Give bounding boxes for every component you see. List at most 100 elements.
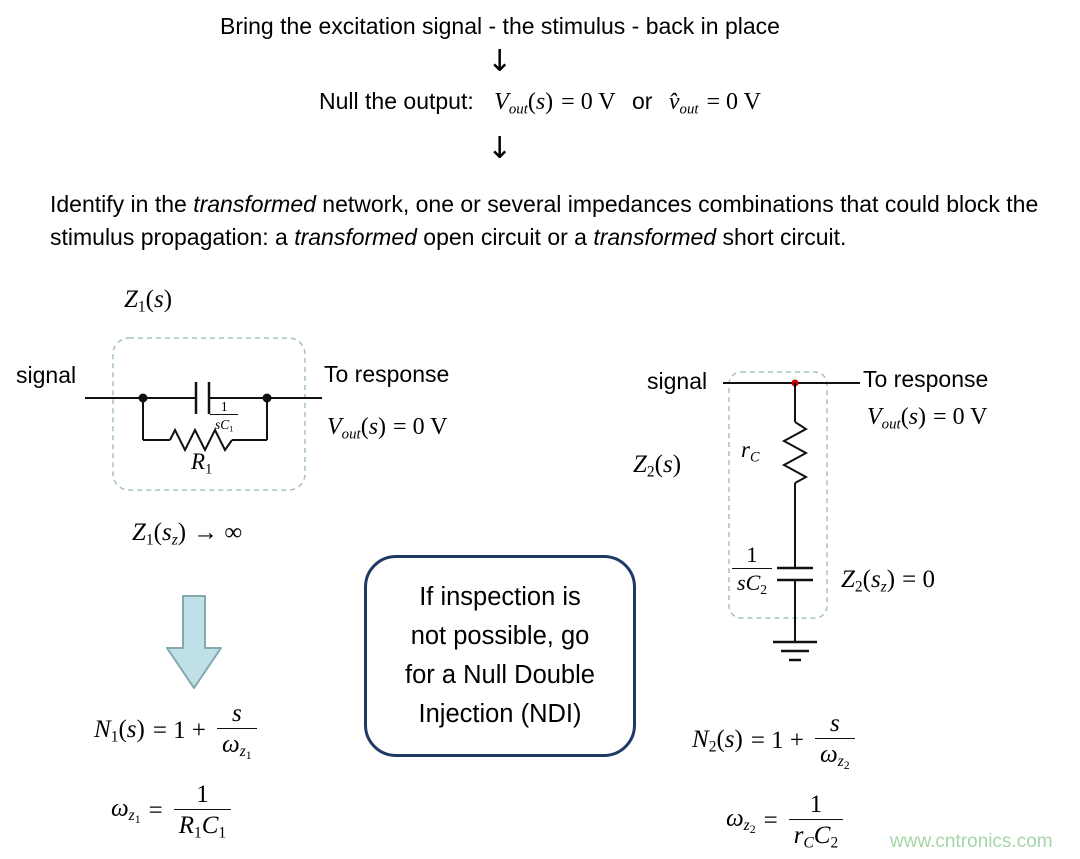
resistor-zigzag	[169, 427, 233, 453]
sym-paren: )	[886, 566, 896, 593]
down-arrow-icon: ↓	[487, 44, 513, 79]
left-signal-label: signal	[16, 362, 77, 388]
ndi-note-line: for a Null Double	[405, 661, 595, 689]
n1-lhs: N1(s)	[94, 716, 145, 747]
frac-den: ωz1	[217, 727, 257, 763]
resistor-label: R1	[191, 449, 212, 478]
sym-sub: out	[341, 426, 361, 443]
paragraph-segment-italic: transformed	[294, 224, 417, 250]
instruction-paragraph: Identify in the transformed network, one…	[50, 188, 1064, 254]
frac-num: s	[231, 699, 242, 727]
sym-eq: = 0 V	[933, 404, 988, 430]
sym-eq: = 1 +	[750, 727, 805, 754]
watermark: www.cntronics.com	[890, 831, 1053, 852]
sym-subsub: 2	[843, 759, 850, 773]
right-impedance-label: Z2(s)	[633, 451, 681, 482]
sym-var: s	[126, 715, 137, 743]
sym-sub: 1	[193, 824, 202, 842]
paragraph-segment: open circuit or a	[416, 224, 594, 250]
sym-base: ω	[820, 740, 838, 768]
capacitor-value-fraction: 1 sC1	[210, 399, 239, 434]
sym-base: Z	[124, 286, 138, 313]
sym-sub: 2	[760, 581, 768, 597]
sym-sub: 1	[229, 424, 234, 434]
sym-var: s	[153, 286, 164, 313]
frac-den: ωz2	[815, 737, 855, 773]
dashed-boundary	[728, 371, 828, 619]
sym-sub: C	[749, 449, 760, 466]
sym-var: s	[724, 725, 735, 753]
sym-paren: )	[136, 715, 145, 743]
sym-paren: (	[862, 566, 871, 593]
resistor-zigzag	[781, 421, 809, 484]
sym-sub-base: z	[837, 753, 844, 771]
omega-z1-formula: ωz1 = 1 R1C1	[111, 776, 234, 846]
paragraph-segment: Identify in the	[50, 191, 194, 217]
frac-den: rCC2	[788, 818, 844, 852]
sym-paren: (	[118, 715, 127, 743]
sym-sub: 1	[145, 531, 154, 549]
ndi-note-line: Injection (NDI)	[418, 700, 582, 728]
right-zero-condition: Z2(sz)= 0	[841, 566, 935, 597]
sym-base: ω	[222, 730, 240, 758]
sym-base: Z	[633, 451, 647, 478]
sym-paren: (	[153, 519, 162, 546]
left-zero-condition: Z1(sz)→ ∞	[132, 519, 242, 550]
n2-formula: N2(s) = 1 + s ωz2	[692, 708, 858, 774]
frac-num: 1	[809, 790, 823, 818]
sym-var: s	[737, 569, 746, 595]
omega2-fraction: 1 rCC2	[788, 790, 844, 852]
right-resistor-label: rC	[741, 437, 759, 466]
or-text: or	[632, 88, 653, 114]
block-arrow-shape	[166, 595, 222, 689]
sym-sub: 2	[830, 834, 839, 852]
sym-tail: = 0	[902, 566, 935, 593]
ndi-note-line: If inspection is	[419, 583, 581, 611]
sym-base: C	[745, 569, 761, 595]
frac-num: 1	[220, 399, 228, 414]
sym-sub-base: z	[239, 743, 246, 761]
sym-base: Z	[841, 566, 855, 593]
right-cap-fraction: 1 sC2	[732, 542, 773, 597]
left-circuit-graphic	[85, 337, 322, 491]
n1-fraction: s ωz1	[217, 700, 257, 763]
sym-base: C	[813, 821, 831, 849]
sym-subsub: 2	[749, 823, 756, 837]
vout-laplace-equation: Vout(s)= 0 V	[494, 89, 615, 117]
paragraph-segment: network, one or several impedances combi…	[50, 191, 1039, 250]
n2-lhs: N2(s)	[692, 726, 743, 757]
omega1-lhs: ωz1	[111, 795, 141, 828]
sym-sub: z2	[837, 753, 850, 773]
sym-paren: )	[918, 404, 927, 430]
sym-paren: )	[734, 725, 743, 753]
sym-paren: (	[654, 451, 663, 478]
sym-paren: (	[900, 404, 909, 430]
sym-base: N	[94, 715, 111, 743]
sym-var: s	[662, 451, 673, 478]
sym-paren: )	[163, 286, 173, 313]
sym-paren: )	[177, 519, 187, 546]
n1-formula: N1(s) = 1 + s ωz1	[94, 698, 260, 764]
sym-base: Z	[132, 519, 146, 546]
sym-var: s	[870, 566, 881, 593]
sym-sub: z	[880, 578, 887, 596]
sym-base: N	[692, 725, 709, 753]
sym-sub: z	[171, 531, 178, 549]
dashed-boundary	[112, 337, 306, 491]
null-output-line: Null the output: Vout(s)= 0 V or v̂out= …	[0, 88, 1080, 118]
sym-var: s	[535, 89, 546, 115]
sym-tail: → ∞	[193, 519, 243, 546]
frac-den: R1C1	[173, 808, 232, 842]
sym-eq: = 0 V	[706, 89, 761, 115]
sym-sub: z1	[239, 743, 252, 762]
sym-base: v̂	[668, 89, 680, 115]
sym-base: r	[741, 437, 750, 462]
frac-num: s	[829, 709, 840, 737]
sym-base: ω	[726, 804, 744, 832]
sym-subsub: 1	[134, 813, 141, 827]
left-vout-equation: Vout(s)= 0 V	[327, 414, 447, 443]
sym-sub: 1	[137, 298, 146, 316]
paragraph-segment-italic: transformed	[593, 224, 717, 250]
omega-z2-formula: ωz2 = 1 rCC2	[726, 786, 846, 856]
